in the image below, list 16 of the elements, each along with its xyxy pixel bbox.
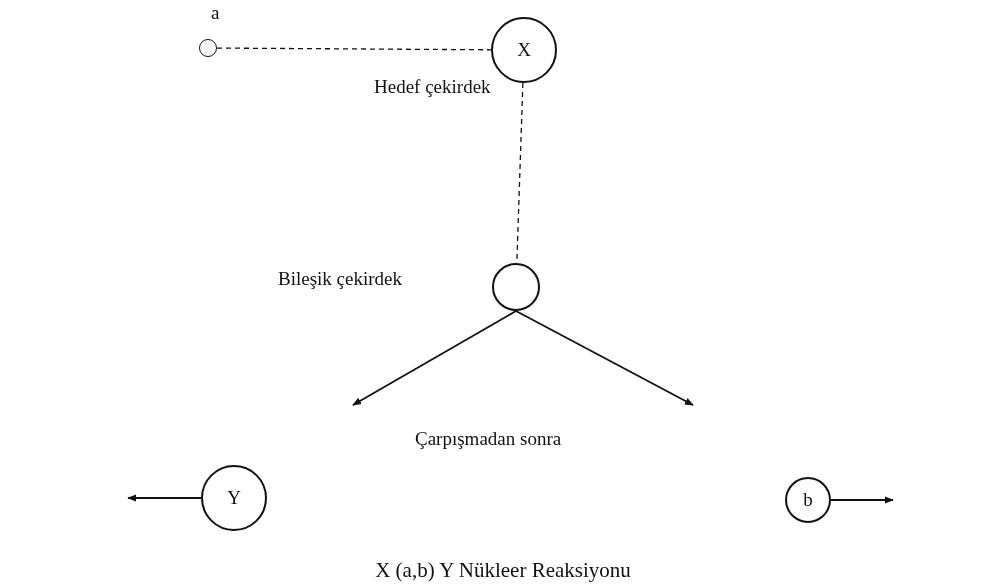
- nucleus-circle: [492, 263, 540, 311]
- arrow: [830, 496, 894, 504]
- nucleus-label: Y: [227, 487, 241, 509]
- nucleus-circle: [785, 477, 831, 523]
- arrow: [352, 310, 517, 406]
- note-label: Bileşik çekirdek: [278, 268, 402, 290]
- nucleus-label: b: [803, 489, 813, 511]
- arrow: [515, 310, 694, 406]
- arrow: [127, 494, 202, 502]
- nucleus-circle: [199, 39, 217, 57]
- nucleus-label: X: [517, 39, 531, 61]
- dashed-line: [216, 47, 492, 51]
- note-label: Çarpışmadan sonra: [415, 428, 562, 450]
- nucleus-caption: Hedef çekirdek: [374, 76, 491, 98]
- particle-label: a: [211, 2, 220, 24]
- figure-caption: X (a,b) Y Nükleer Reaksiyonu: [374, 558, 632, 583]
